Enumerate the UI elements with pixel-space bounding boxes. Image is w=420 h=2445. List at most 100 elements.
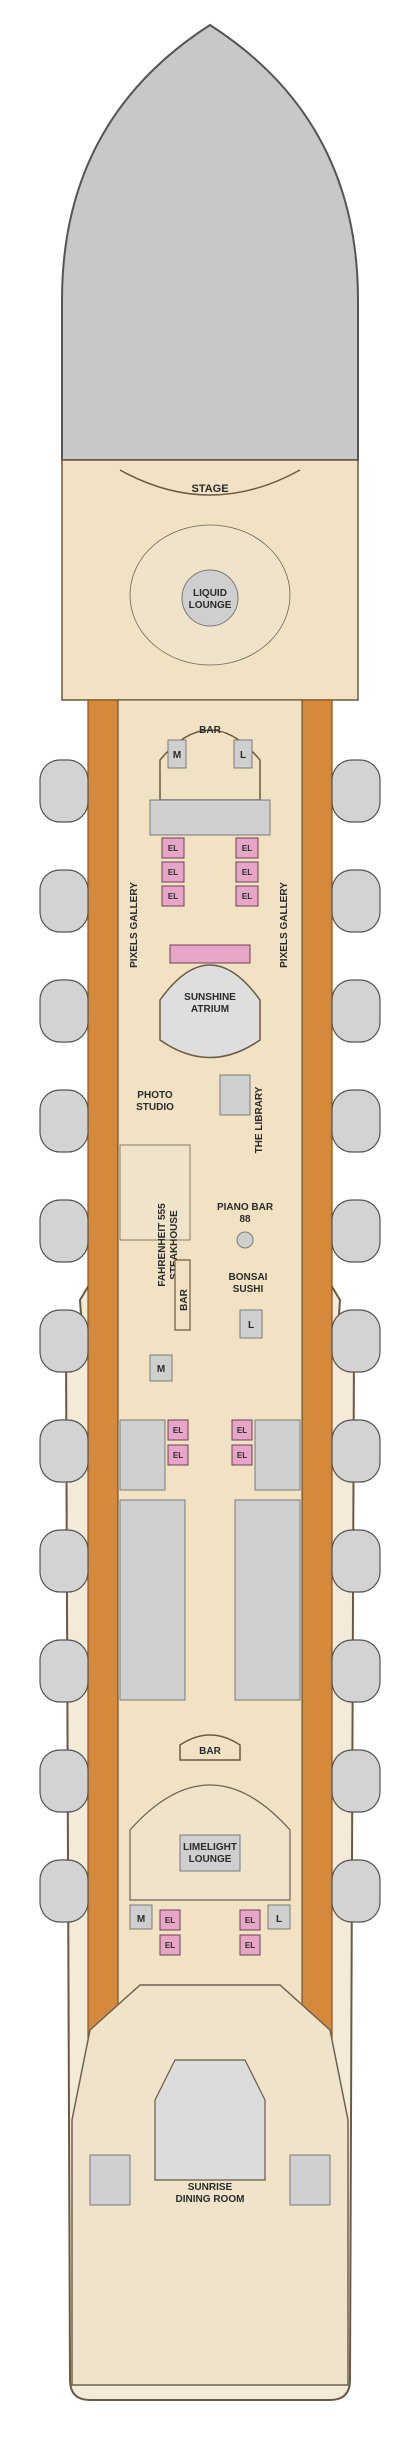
mid-service-left	[119, 1419, 166, 1491]
lifeboat	[39, 1089, 89, 1153]
elevator-label: EL	[237, 1426, 247, 1435]
lifeboat	[39, 1309, 89, 1373]
piano	[236, 1231, 254, 1249]
lifeboat	[39, 869, 89, 933]
lifeboat	[331, 1419, 381, 1483]
forward-service-area	[149, 799, 271, 836]
lifeboat	[39, 1529, 89, 1593]
lifeboat	[331, 1639, 381, 1703]
forward-men-label: M	[173, 750, 181, 761]
elevator-label: EL	[168, 892, 178, 901]
mid-bar-label: BAR	[179, 1288, 190, 1310]
liquid-lounge-stage	[181, 569, 239, 627]
elevator	[239, 1934, 261, 1956]
sunshine-atrium	[159, 964, 261, 1059]
lifeboat	[331, 1749, 381, 1813]
elevator-label: EL	[245, 1916, 255, 1925]
bow-section	[61, 23, 359, 461]
elevator	[161, 861, 185, 883]
elevator	[235, 837, 259, 859]
elevator	[235, 885, 259, 907]
sunrise-center	[154, 2059, 266, 2181]
sunshine-atrium-label-2: ATRIUM	[191, 1004, 229, 1015]
elevator	[161, 885, 185, 907]
liquid-lounge-label: LIQUID	[193, 588, 227, 599]
pixels-gallery-port-label: PIXELS GALLERY	[129, 882, 140, 968]
sunrise-service-starboard	[289, 2154, 331, 2206]
elevator	[231, 1419, 253, 1441]
forward-bar-label: BAR	[199, 725, 221, 736]
limelight-stage	[179, 1834, 241, 1872]
service-block-port	[119, 1499, 186, 1701]
mid-ladies-label: L	[248, 1320, 254, 1331]
lifeboat	[331, 869, 381, 933]
service-block-starboard	[234, 1499, 301, 1701]
lifeboat	[39, 1749, 89, 1813]
elevator	[167, 1419, 189, 1441]
photo-studio-label: PHOTO	[137, 1090, 173, 1101]
elevator	[159, 1934, 181, 1956]
aft-bar	[179, 1734, 241, 1761]
bonsai-sushi-label-2: SUSHI	[233, 1284, 264, 1295]
lifeboat	[39, 979, 89, 1043]
limelight-label-2: LOUNGE	[189, 1854, 232, 1865]
aft-ladies-label: L	[276, 1914, 282, 1925]
lifeboat	[331, 1309, 381, 1373]
library-service	[219, 1074, 251, 1116]
elevator-label: EL	[173, 1426, 183, 1435]
sunrise-dining-area	[71, 1984, 349, 2386]
elevator-label: EL	[165, 1941, 175, 1950]
lifeboat	[39, 1859, 89, 1923]
fahrenheit-label: FAHRENHEIT 555	[157, 1203, 168, 1287]
mid-bar	[174, 1259, 191, 1331]
photo-studio-label-2: STUDIO	[136, 1102, 174, 1113]
lifeboat	[331, 759, 381, 823]
forward-men-restroom	[167, 739, 187, 769]
elevator-label: EL	[242, 844, 252, 853]
lifeboats-port	[39, 759, 89, 1923]
lifeboat	[331, 1199, 381, 1263]
mid-men-label: M	[157, 1364, 165, 1375]
aft-ladies-restroom	[267, 1904, 291, 1930]
forward-ladies-restroom	[233, 739, 253, 769]
mid-service-right	[254, 1419, 301, 1491]
pixels-gallery-starboard-label: PIXELS GALLERY	[279, 882, 290, 968]
elevator-label: EL	[245, 1941, 255, 1950]
steakhouse-area	[119, 1144, 191, 1241]
lifeboat	[39, 759, 89, 823]
elevator-label: EL	[165, 1916, 175, 1925]
promenade-port	[87, 699, 119, 2261]
stage-label: STAGE	[191, 483, 228, 495]
limelight-label: LIMELIGHT	[183, 1842, 237, 1853]
elevator	[159, 1909, 181, 1931]
lifeboat	[331, 1859, 381, 1923]
elevator	[161, 837, 185, 859]
piano-bar-label: PIANO BAR	[217, 1202, 274, 1213]
lifeboat	[331, 1089, 381, 1153]
fahrenheit-label-2: STEAKHOUSE	[169, 1210, 180, 1280]
elevator	[231, 1444, 253, 1466]
elevator-label: EL	[237, 1451, 247, 1460]
bonsai-sushi-label: BONSAI	[229, 1272, 268, 1283]
aft-elevators: EL EL EL EL	[159, 1909, 261, 1956]
elevator-label: EL	[168, 868, 178, 877]
elevator	[235, 861, 259, 883]
atrium-elevators	[169, 944, 251, 964]
lifeboats-starboard	[331, 759, 381, 1923]
elevator	[239, 1909, 261, 1931]
elevator-label: EL	[242, 892, 252, 901]
aft-men-label: M	[137, 1914, 145, 1925]
lifeboat	[39, 1199, 89, 1263]
mid-ladies-restroom	[239, 1309, 263, 1339]
forward-elevators: EL EL EL EL EL EL	[161, 837, 259, 907]
aft-bar-label: BAR	[199, 1746, 221, 1757]
sunrise-label: SUNRISE	[188, 2182, 233, 2193]
lifeboat	[331, 1529, 381, 1593]
aft-men-restroom	[129, 1904, 153, 1930]
stage-wall	[119, 469, 301, 496]
elevator-label: EL	[242, 868, 252, 877]
elevator	[167, 1444, 189, 1466]
mid-elevators: EL EL EL EL	[119, 1419, 301, 1491]
sunshine-atrium-label: SUNSHINE	[184, 992, 236, 1003]
liquid-lounge-label-2: LOUNGE	[189, 600, 232, 611]
